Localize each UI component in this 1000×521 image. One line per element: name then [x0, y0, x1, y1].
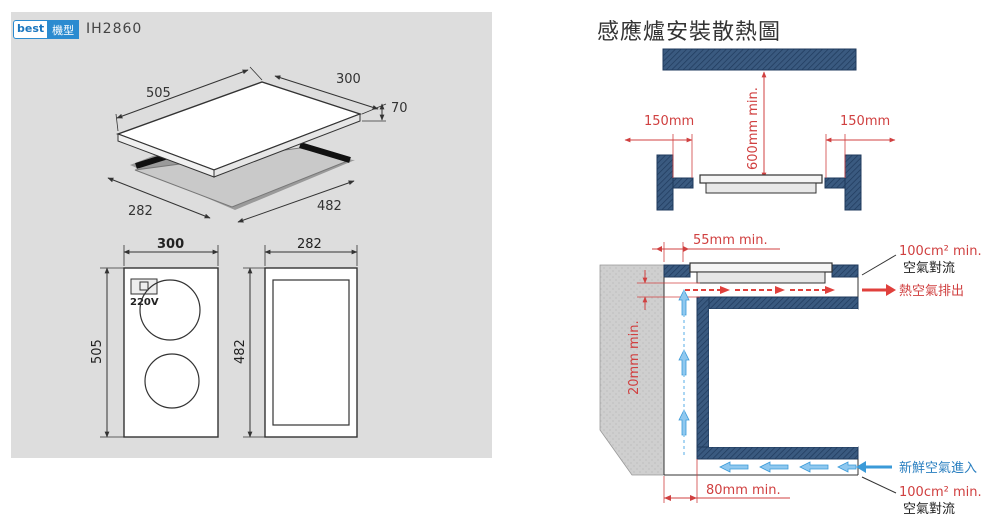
cutout-dim-482: 482: [233, 339, 248, 364]
cutout-inner: [272, 279, 350, 426]
iso-dim-282: 282: [128, 204, 153, 219]
top-dim-300: 300: [157, 237, 184, 252]
cabinet-left: [696, 296, 710, 456]
clearance-150-left: 150mm: [644, 114, 694, 129]
model-number: IH2860: [86, 21, 143, 37]
logo-sub: 機型: [48, 20, 80, 39]
hot-air-out-label: 熱空氣排出: [899, 284, 964, 299]
diagram-title: 感應爐安裝散熱圖: [597, 20, 782, 45]
cutout-outline: [264, 267, 358, 438]
isometric-view: 505 300 70 282 482: [107, 66, 408, 223]
iso-bracket-right: [299, 142, 351, 163]
burner-zone-bottom: [144, 353, 200, 409]
gap-80: 80mm min.: [706, 483, 781, 498]
gap-20: 20mm min.: [627, 320, 642, 395]
logo-text: best: [13, 20, 49, 39]
top-view: 300 505 220V: [90, 237, 219, 438]
right-wall-upper: [844, 154, 862, 211]
hob-outline: [123, 267, 219, 438]
gap-55: 55mm min.: [693, 233, 768, 248]
iso-glass-side: [213, 113, 361, 178]
hob-upper: [699, 174, 823, 184]
cutout-view: 282 482: [233, 237, 358, 438]
voltage-label: 220V: [130, 297, 159, 308]
iso-dim-505: 505: [146, 86, 171, 101]
fresh-air-in-label: 新鮮空氣進入: [899, 460, 977, 476]
clearance-150-right: 150mm: [840, 114, 890, 129]
burner-zone-top: [139, 279, 201, 341]
back-wall: [599, 264, 665, 476]
upper-clearance-diagram: 600mm min. 150mm 150mm: [624, 48, 896, 211]
ceiling-cabinet: [662, 48, 857, 71]
vent-top-area: 100cm² min.: [899, 244, 982, 259]
left-wall-upper: [656, 154, 674, 211]
iso-dim-482: 482: [317, 199, 342, 214]
iso-dim-300: 300: [336, 72, 361, 87]
top-dim-505: 505: [90, 339, 105, 364]
brand-logo: best 機型: [13, 20, 80, 39]
cabinet-bottom: [696, 446, 859, 460]
vent-top-label: 空氣對流: [903, 261, 955, 276]
vent-bottom-label: 空氣對流: [903, 502, 955, 517]
cutout-dim-282: 282: [297, 237, 322, 252]
hob-lower: [689, 262, 833, 273]
iso-dim-70: 70: [391, 101, 408, 116]
vent-bottom-area: 100cm² min.: [899, 485, 982, 500]
control-panel-icon: [130, 278, 158, 295]
cabinet-top: [696, 296, 859, 310]
clearance-600: 600mm min.: [746, 87, 761, 170]
lower-ventilation-diagram: 55mm min. 20mm min. 熱空氣排出: [599, 233, 982, 517]
